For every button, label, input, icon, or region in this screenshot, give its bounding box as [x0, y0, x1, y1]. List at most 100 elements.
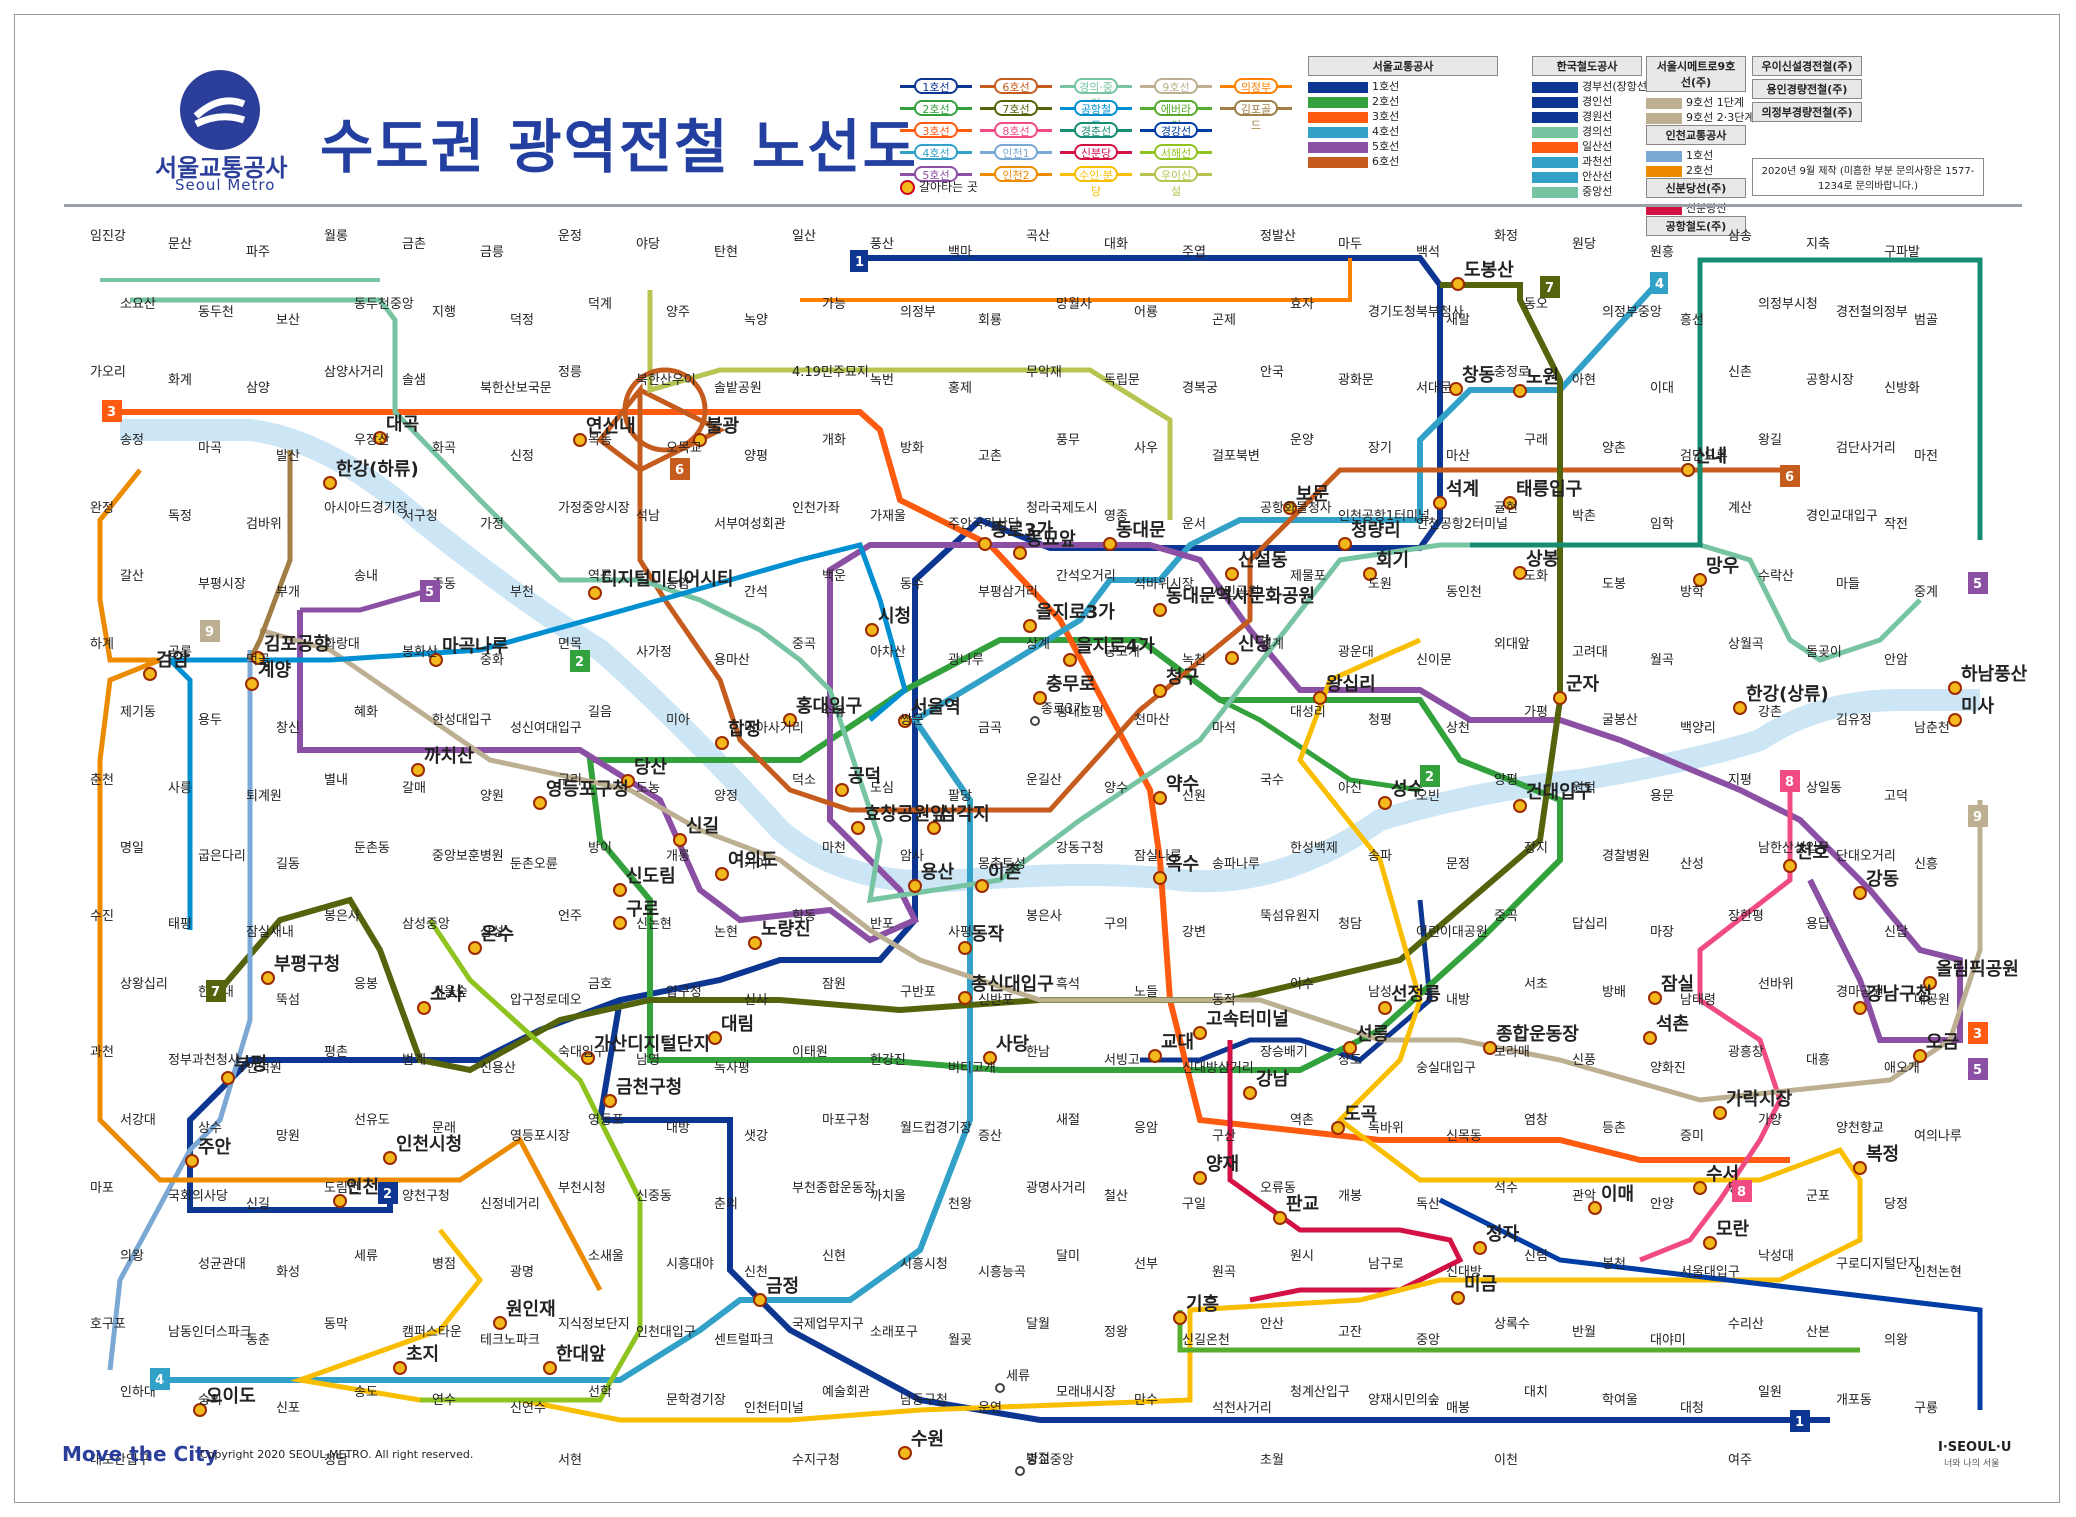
station-label-small[interactable]: 구산: [1212, 1129, 1236, 1144]
station-label-small[interactable]: 송정: [120, 433, 144, 448]
station-label-small[interactable]: 마곡: [198, 441, 222, 456]
station-label-small[interactable]: 연수: [432, 1393, 456, 1408]
station-label-small[interactable]: 제기동: [120, 705, 156, 720]
station-label-small[interactable]: 운길산: [1026, 773, 1062, 788]
station-label-small[interactable]: 장지: [1524, 841, 1548, 856]
station-label-small[interactable]: 미아사거리: [744, 721, 804, 736]
station-label-small[interactable]: 인천공항1터미널: [1338, 509, 1430, 524]
station-label-small[interactable]: 관악: [1572, 1189, 1596, 1204]
station-label-small[interactable]: 신용산: [480, 1061, 516, 1076]
station-label-small[interactable]: 마천: [822, 841, 846, 856]
station-label[interactable]: 연신내: [586, 416, 636, 437]
station-label-small[interactable]: 백운: [822, 569, 846, 584]
station-label-small[interactable]: 뚝섬: [276, 993, 300, 1008]
station-label[interactable]: 원인재: [506, 1299, 556, 1320]
station-label-small[interactable]: 평내호평: [1056, 705, 1104, 720]
station-label-small[interactable]: 석천사거리: [1212, 1401, 1272, 1416]
station-label[interactable]: 을지로4가: [1076, 636, 1155, 657]
station-label-small[interactable]: 원흥: [1650, 245, 1674, 260]
station-label-small[interactable]: 공항화물청사: [1260, 501, 1332, 516]
station-label[interactable]: 시청: [878, 606, 911, 627]
station-label-small[interactable]: 망원: [276, 1129, 300, 1144]
station-label-small[interactable]: 수유: [822, 705, 846, 720]
station-label-small[interactable]: 부천종합운동장: [792, 1181, 876, 1196]
station-label-small[interactable]: 선학: [588, 1385, 612, 1400]
station-label-small[interactable]: 동작: [1212, 993, 1236, 1008]
station-label-small[interactable]: 회룡: [978, 313, 1002, 328]
station-label-small[interactable]: 애오개: [1884, 1061, 1920, 1076]
station-label[interactable]: 용산: [921, 862, 955, 883]
station-label-small[interactable]: 광화문: [1338, 373, 1374, 388]
station-label-small[interactable]: 삼양사거리: [324, 365, 384, 380]
station-label[interactable]: 검암: [156, 650, 190, 671]
station-label[interactable]: 한대앞: [556, 1344, 606, 1365]
station-label-small[interactable]: 대화: [1104, 237, 1128, 252]
station-label-small[interactable]: 한남: [1026, 1045, 1050, 1060]
station-label[interactable]: 당산: [634, 757, 668, 778]
station-label-small[interactable]: 경찰병원: [1602, 849, 1650, 864]
station-label[interactable]: 강동: [1866, 869, 1899, 890]
station-label-small[interactable]: 검단사거리: [1836, 441, 1896, 456]
station-label-small[interactable]: 이대: [1650, 381, 1674, 396]
station-label-small[interactable]: 구파발: [1884, 245, 1920, 260]
station-label[interactable]: 선릉: [1356, 1024, 1389, 1045]
station-label-small[interactable]: 쌍문: [900, 713, 924, 728]
station-label-small[interactable]: 월계: [1260, 637, 1284, 652]
station-label-small[interactable]: 운양: [1290, 433, 1314, 448]
station-label-small[interactable]: 개롱: [666, 849, 690, 864]
station-label-small[interactable]: 서울숲: [432, 985, 468, 1000]
station-label-small[interactable]: 가오리: [90, 365, 126, 380]
station-label-small[interactable]: 탄현: [714, 245, 738, 260]
station-label-small[interactable]: 서부여성회관: [714, 517, 786, 532]
station-label[interactable]: 선정릉: [1391, 984, 1441, 1005]
station-label-small[interactable]: 달미: [1056, 1249, 1080, 1264]
station-label-small[interactable]: 서대문: [1416, 381, 1452, 396]
station-label-small[interactable]: 임학: [1650, 517, 1674, 532]
station-label-small[interactable]: 정왕: [1104, 1325, 1128, 1340]
station-label[interactable]: 총신대입구: [971, 973, 1054, 995]
station-label-small[interactable]: 호구포: [90, 1317, 126, 1332]
station-label[interactable]: 하남풍산: [1961, 664, 2028, 685]
station-label[interactable]: 금천구청: [616, 1077, 682, 1098]
station-label-small[interactable]: 대모산입구: [90, 1453, 150, 1468]
station-label[interactable]: 정자: [1486, 1224, 1520, 1245]
station-label-small[interactable]: 양원: [480, 789, 504, 804]
station-label-small[interactable]: 인천대입구: [636, 1325, 696, 1340]
station-label-small[interactable]: 까치울: [870, 1189, 906, 1204]
station-label[interactable]: 신당: [1238, 634, 1272, 655]
station-label-small[interactable]: 갈산: [120, 569, 144, 584]
station-label-small[interactable]: 학동: [792, 909, 816, 924]
station-label-small[interactable]: 의정부시청: [1758, 297, 1818, 312]
station-label-small[interactable]: 흑석: [1056, 977, 1080, 992]
station-label-small[interactable]: 잠실나루: [1134, 849, 1182, 864]
station-label-small[interactable]: 중계: [1914, 585, 1938, 600]
station-label-small[interactable]: 문학경기장: [666, 1393, 726, 1408]
station-label-small[interactable]: 동수: [900, 577, 924, 592]
station-label-small[interactable]: 화곡: [432, 441, 456, 456]
station-label[interactable]: 영등포구청: [546, 779, 629, 800]
station-label-small[interactable]: 굴봉산: [1602, 713, 1638, 728]
station-label-small[interactable]: 정발산: [1260, 229, 1296, 244]
station-label-small[interactable]: 마포: [90, 1181, 114, 1196]
station-label-small[interactable]: 고잔: [1338, 1325, 1362, 1340]
station-label-small[interactable]: 운서: [1182, 517, 1206, 532]
station-label-small[interactable]: 여주: [1728, 1453, 1752, 1468]
station-label-small[interactable]: 경인교대입구: [1806, 509, 1878, 524]
station-label-small[interactable]: 개봉: [1338, 1189, 1362, 1204]
station-label[interactable]: 교대: [1161, 1032, 1194, 1053]
station-label[interactable]: 약수: [1166, 773, 1199, 795]
station-label[interactable]: 종합운동장: [1496, 1023, 1579, 1045]
station-label-small[interactable]: 이천: [1494, 1453, 1518, 1468]
station-label-small[interactable]: 의정부중앙: [1602, 305, 1662, 320]
station-label-small[interactable]: 곡산: [1026, 229, 1050, 244]
station-label-small[interactable]: 주안국가산단: [948, 517, 1020, 532]
station-label-small[interactable]: 북한산보국문: [480, 381, 552, 396]
station-label-small[interactable]: 낙성대: [1758, 1249, 1794, 1264]
station-label-small[interactable]: 어린이대공원: [1416, 925, 1488, 940]
station-label[interactable]: 도봉산: [1464, 260, 1514, 281]
station-label-small[interactable]: 신대방삼거리: [1182, 1061, 1254, 1076]
station-label-small[interactable]: 수리산: [1728, 1317, 1764, 1332]
station-label-small[interactable]: 삼송: [1728, 229, 1752, 244]
station-label-small[interactable]: 중화: [480, 653, 504, 668]
station-label-small[interactable]: 사릉: [168, 781, 192, 796]
